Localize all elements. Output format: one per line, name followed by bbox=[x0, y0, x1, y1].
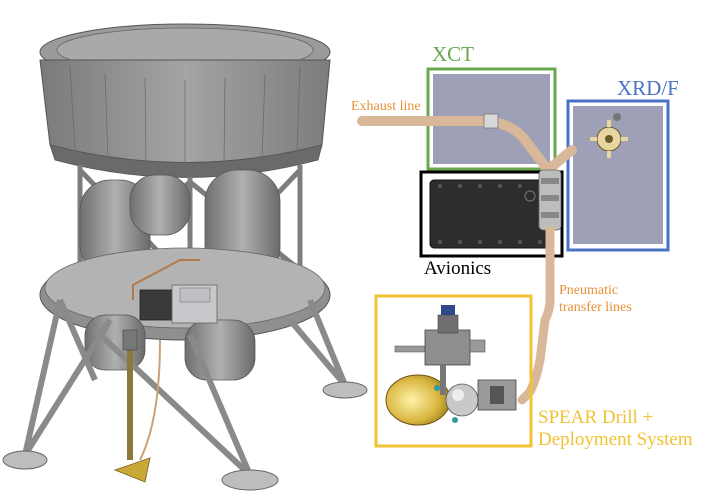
lander-body bbox=[3, 24, 367, 490]
avionics-unit bbox=[430, 180, 552, 248]
xrdf-label: XRD/F bbox=[617, 78, 679, 99]
spear-drill-model bbox=[386, 305, 516, 425]
xrdf-panel bbox=[573, 106, 663, 244]
exhaust-line-label: Exhaust line bbox=[351, 100, 421, 114]
avionics-label: Avionics bbox=[424, 259, 491, 278]
spear-label-line2: Deployment System bbox=[538, 430, 693, 449]
xct-label: XCT bbox=[432, 44, 474, 65]
pneumatic-label-line1: Pneumatic bbox=[559, 284, 618, 298]
pneumatic-label-line2: transfer lines bbox=[559, 301, 632, 315]
spear-label-line1: SPEAR Drill + bbox=[538, 408, 653, 427]
